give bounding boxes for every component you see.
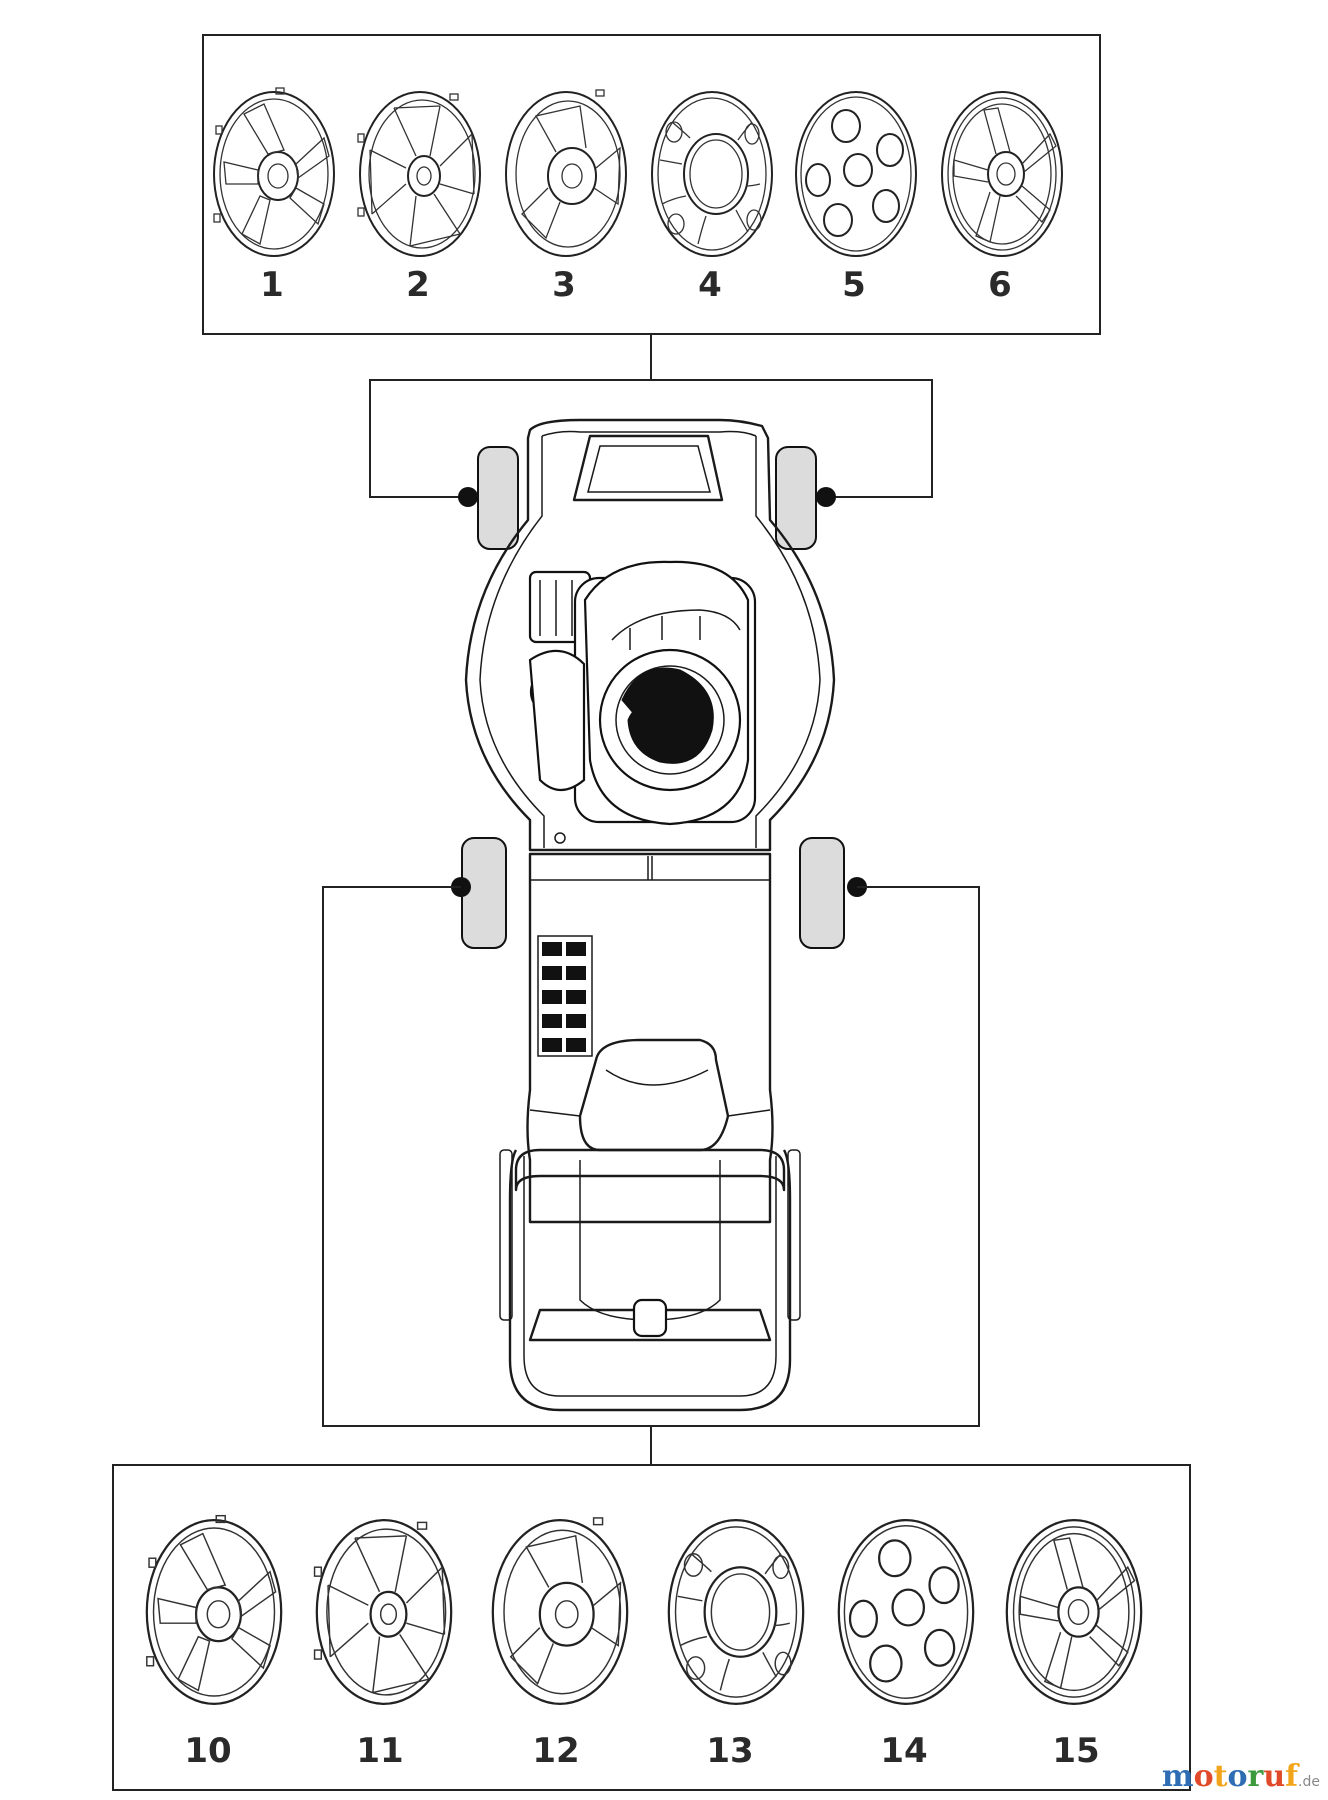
callout-10: 10 <box>184 1731 231 1771</box>
hubcap-12-icon <box>491 1516 629 1705</box>
watermark-logo: motoruf.de <box>1162 1759 1320 1794</box>
callout-11: 11 <box>356 1731 403 1771</box>
hubcap-15-icon <box>1005 1519 1143 1705</box>
bottom-cap-frame <box>112 1464 1191 1791</box>
hubcap-10-icon <box>145 1514 283 1705</box>
callout-14: 14 <box>880 1731 927 1771</box>
hubcap-11-icon <box>313 1519 453 1705</box>
callout-13: 13 <box>706 1731 753 1771</box>
callout-6: 6 <box>988 265 1012 305</box>
hubcap-5-icon <box>795 91 917 257</box>
watermark-text: motoruf <box>1161 1759 1299 1794</box>
rear-right-wheel <box>799 837 845 949</box>
callout-5: 5 <box>842 265 866 305</box>
safety-label <box>537 935 593 1057</box>
hubcap-1-icon <box>213 87 335 257</box>
callout-12: 12 <box>532 1731 579 1771</box>
front-right-wheel <box>775 446 817 550</box>
lawn-mower-top-view <box>461 418 845 1412</box>
hubcap-14-icon <box>837 1519 975 1705</box>
watermark-suffix: .de <box>1298 1774 1320 1790</box>
handle-bar <box>508 1149 792 1412</box>
hubcap-13-icon <box>667 1519 805 1705</box>
callout-4: 4 <box>698 265 722 305</box>
top-leader-lines <box>369 334 933 507</box>
hubcap-3-icon <box>505 89 627 257</box>
callout-2: 2 <box>406 265 430 305</box>
front-left-wheel <box>477 446 519 550</box>
hubcap-2-icon <box>357 91 481 257</box>
grass-catcher <box>578 1038 730 1152</box>
bottom-leader-lines <box>322 877 980 1465</box>
hubcap-6-icon <box>941 91 1063 257</box>
callout-3: 3 <box>552 265 576 305</box>
rear-flap-latch <box>632 1298 668 1338</box>
callout-1: 1 <box>260 265 284 305</box>
hubcap-4-icon <box>651 91 773 257</box>
callout-15: 15 <box>1052 1731 1099 1771</box>
